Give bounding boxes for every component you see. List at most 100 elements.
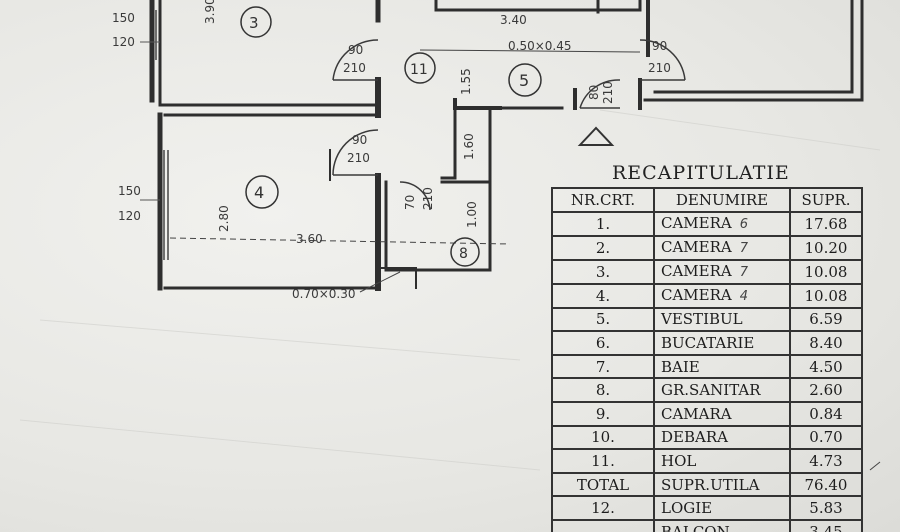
table-row: 9. CAMARA 0.84 bbox=[551, 400, 863, 427]
row-name: VESTIBUL bbox=[661, 310, 743, 329]
row-area: 10.20 bbox=[789, 234, 863, 261]
row-number: TOTAL bbox=[551, 471, 655, 498]
row-area: 2.60 bbox=[789, 377, 863, 403]
row-name: CAMERA bbox=[661, 261, 732, 280]
row-area: 6.59 bbox=[789, 306, 863, 333]
row-name-cell: DEBARA bbox=[653, 424, 791, 451]
dim-hall-width: 3.40 bbox=[500, 13, 527, 27]
row-name-cell: CAMERA 6 bbox=[653, 210, 791, 237]
row-name: CAMERA bbox=[661, 285, 732, 304]
row-area: 10.08 bbox=[789, 258, 863, 285]
row-area: 0.84 bbox=[789, 400, 863, 427]
row-name-cell: GR.SANITAR bbox=[653, 377, 791, 403]
row-name-cell: HOL bbox=[653, 448, 791, 474]
row-number: 12. bbox=[551, 495, 655, 521]
row-area: 3.45 bbox=[789, 518, 863, 532]
table-row: TOTAL SUPR.UTILA 76.40 bbox=[551, 471, 863, 498]
row-number: 7. bbox=[551, 353, 655, 380]
door4-width: 90 bbox=[652, 39, 667, 53]
dim-room4-width: 3.60 bbox=[296, 232, 323, 246]
row-name-cell: LOGIE bbox=[653, 495, 791, 521]
row-name: BAIE bbox=[661, 357, 700, 376]
row-area: 5.83 bbox=[789, 495, 863, 521]
row-handwritten-note: 7 bbox=[739, 240, 749, 256]
room-number-8: 8 bbox=[459, 246, 468, 262]
table-row: 5. VESTIBUL 6.59 bbox=[551, 306, 863, 333]
row-name-cell: SUPR.UTILA bbox=[653, 471, 791, 498]
row-name: SUPR.UTILA bbox=[661, 475, 760, 494]
row-area: 4.50 bbox=[789, 353, 863, 380]
dim-kitchen-vertical: 1.60 bbox=[462, 133, 476, 160]
row-name-cell: BAIE bbox=[653, 353, 791, 380]
door-swings bbox=[332, 39, 686, 211]
door2-height: 210 bbox=[347, 151, 370, 165]
door3-width: 80 bbox=[587, 85, 601, 100]
header-nr: NR.CRT. bbox=[551, 187, 655, 213]
dim-opening-bottom: 0.70×0.30 bbox=[292, 287, 356, 301]
row-number: 4. bbox=[551, 282, 655, 309]
row-name-cell: BUCATARIE bbox=[653, 330, 791, 356]
row-name: BUCATARIE bbox=[661, 333, 755, 352]
row-name: DEBARA bbox=[661, 428, 728, 447]
row-number: 1. bbox=[551, 210, 655, 237]
window-marks bbox=[155, 10, 169, 260]
row-name: HOL bbox=[661, 451, 697, 470]
dim-hall-vertical: 1.55 bbox=[459, 68, 473, 95]
table-row: 1. CAMERA 6 17.68 bbox=[551, 210, 863, 237]
row-name-cell: VESTIBUL bbox=[653, 306, 791, 333]
room-markers bbox=[240, 6, 542, 267]
row-number: 5. bbox=[551, 306, 655, 333]
table-row: 7. BAIE 4.50 bbox=[551, 353, 863, 380]
room-number-3: 3 bbox=[249, 14, 259, 32]
recap-title: RECAPITULATIE bbox=[612, 162, 790, 184]
row-name: GR.SANITAR bbox=[661, 381, 761, 400]
row-number: 9. bbox=[551, 400, 655, 427]
row-area: 8.40 bbox=[789, 330, 863, 356]
row-name: CAMARA bbox=[661, 404, 732, 423]
dim-window-mid-b: 120 bbox=[118, 209, 141, 223]
room-number-4: 4 bbox=[254, 183, 264, 202]
row-area: 4.73 bbox=[789, 448, 863, 474]
row-name-cell: CAMARA bbox=[653, 400, 791, 427]
door2-width: 90 bbox=[352, 133, 367, 147]
door1-height: 210 bbox=[343, 61, 366, 75]
door5-width: 70 bbox=[403, 195, 417, 210]
row-handwritten-note: 6 bbox=[739, 216, 749, 232]
row-handwritten-note: 7 bbox=[739, 264, 749, 280]
row-area: 10.08 bbox=[789, 282, 863, 309]
door5-height: 210 bbox=[421, 187, 435, 210]
door4-height: 210 bbox=[648, 61, 671, 75]
row-name: CAMERA bbox=[661, 213, 732, 232]
row-number: 2. bbox=[551, 234, 655, 261]
recap-header-row: NR.CRT. DENUMIRE SUPR. bbox=[551, 187, 863, 213]
row-number: 6. bbox=[551, 330, 655, 356]
row-number: 11. bbox=[551, 448, 655, 474]
header-area: SUPR. bbox=[789, 187, 863, 213]
room-number-11: 11 bbox=[410, 62, 428, 78]
dim-room4-depth: 2.80 bbox=[217, 205, 231, 232]
room-number-5: 5 bbox=[519, 71, 529, 90]
row-number: 10. bbox=[551, 424, 655, 451]
row-number: 8. bbox=[551, 377, 655, 403]
triangle-marker bbox=[577, 126, 615, 146]
row-area: 76.40 bbox=[789, 471, 863, 498]
header-name: DENUMIRE bbox=[653, 187, 791, 213]
dim-room3-depth: 3.90 bbox=[203, 0, 217, 24]
row-name: BALCON bbox=[661, 522, 730, 532]
door3-height: 210 bbox=[601, 81, 615, 104]
dim-window-top-b: 120 bbox=[112, 35, 135, 49]
table-row: BALCON 3.45 bbox=[551, 518, 863, 532]
row-area: 17.68 bbox=[789, 210, 863, 237]
dim-window-top-a: 150 bbox=[112, 11, 135, 25]
door1-width: 90 bbox=[348, 43, 363, 57]
row-name-cell: CAMERA 7 bbox=[653, 258, 791, 285]
